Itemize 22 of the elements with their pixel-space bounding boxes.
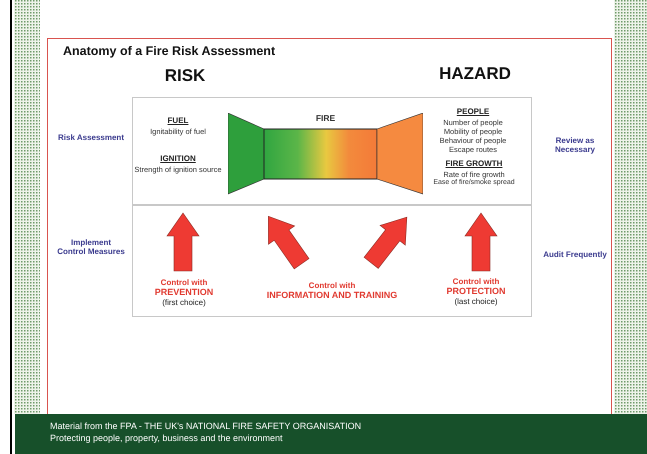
panel (132, 97, 532, 205)
side-label: Risk Assessment (57, 133, 125, 142)
node-heading: PEOPLE (456, 107, 490, 117)
control-text: Control with (308, 281, 356, 290)
fire-label: FIRE (314, 114, 336, 124)
control-text: Control with (160, 278, 208, 288)
control-text: Control with (452, 277, 500, 286)
side-label: Audit Frequently (542, 250, 608, 260)
node-heading: FUEL (166, 116, 190, 126)
side-label: Implement Control Measures (56, 238, 126, 256)
footer-text: Protecting people, property, business and the environment (50, 433, 282, 444)
control-text: INFORMATION AND TRAINING (266, 290, 398, 300)
control-note: (first choice) (161, 298, 207, 308)
node-heading: FIRE GROWTH (444, 159, 504, 169)
panel (132, 205, 532, 317)
column-heading: HAZARD (438, 64, 512, 84)
column-heading: RISK (164, 66, 206, 86)
side-label: Review as Necessary (554, 136, 596, 154)
control-note: (last choice) (453, 297, 499, 306)
diagram-title: Anatomy of a Fire Risk Assessment (63, 44, 276, 58)
node-heading: IGNITION (159, 154, 197, 164)
footer-text: Material from the FPA - THE UK's NATIONAL FIRE SAFETY ORGANISATION (50, 421, 362, 432)
